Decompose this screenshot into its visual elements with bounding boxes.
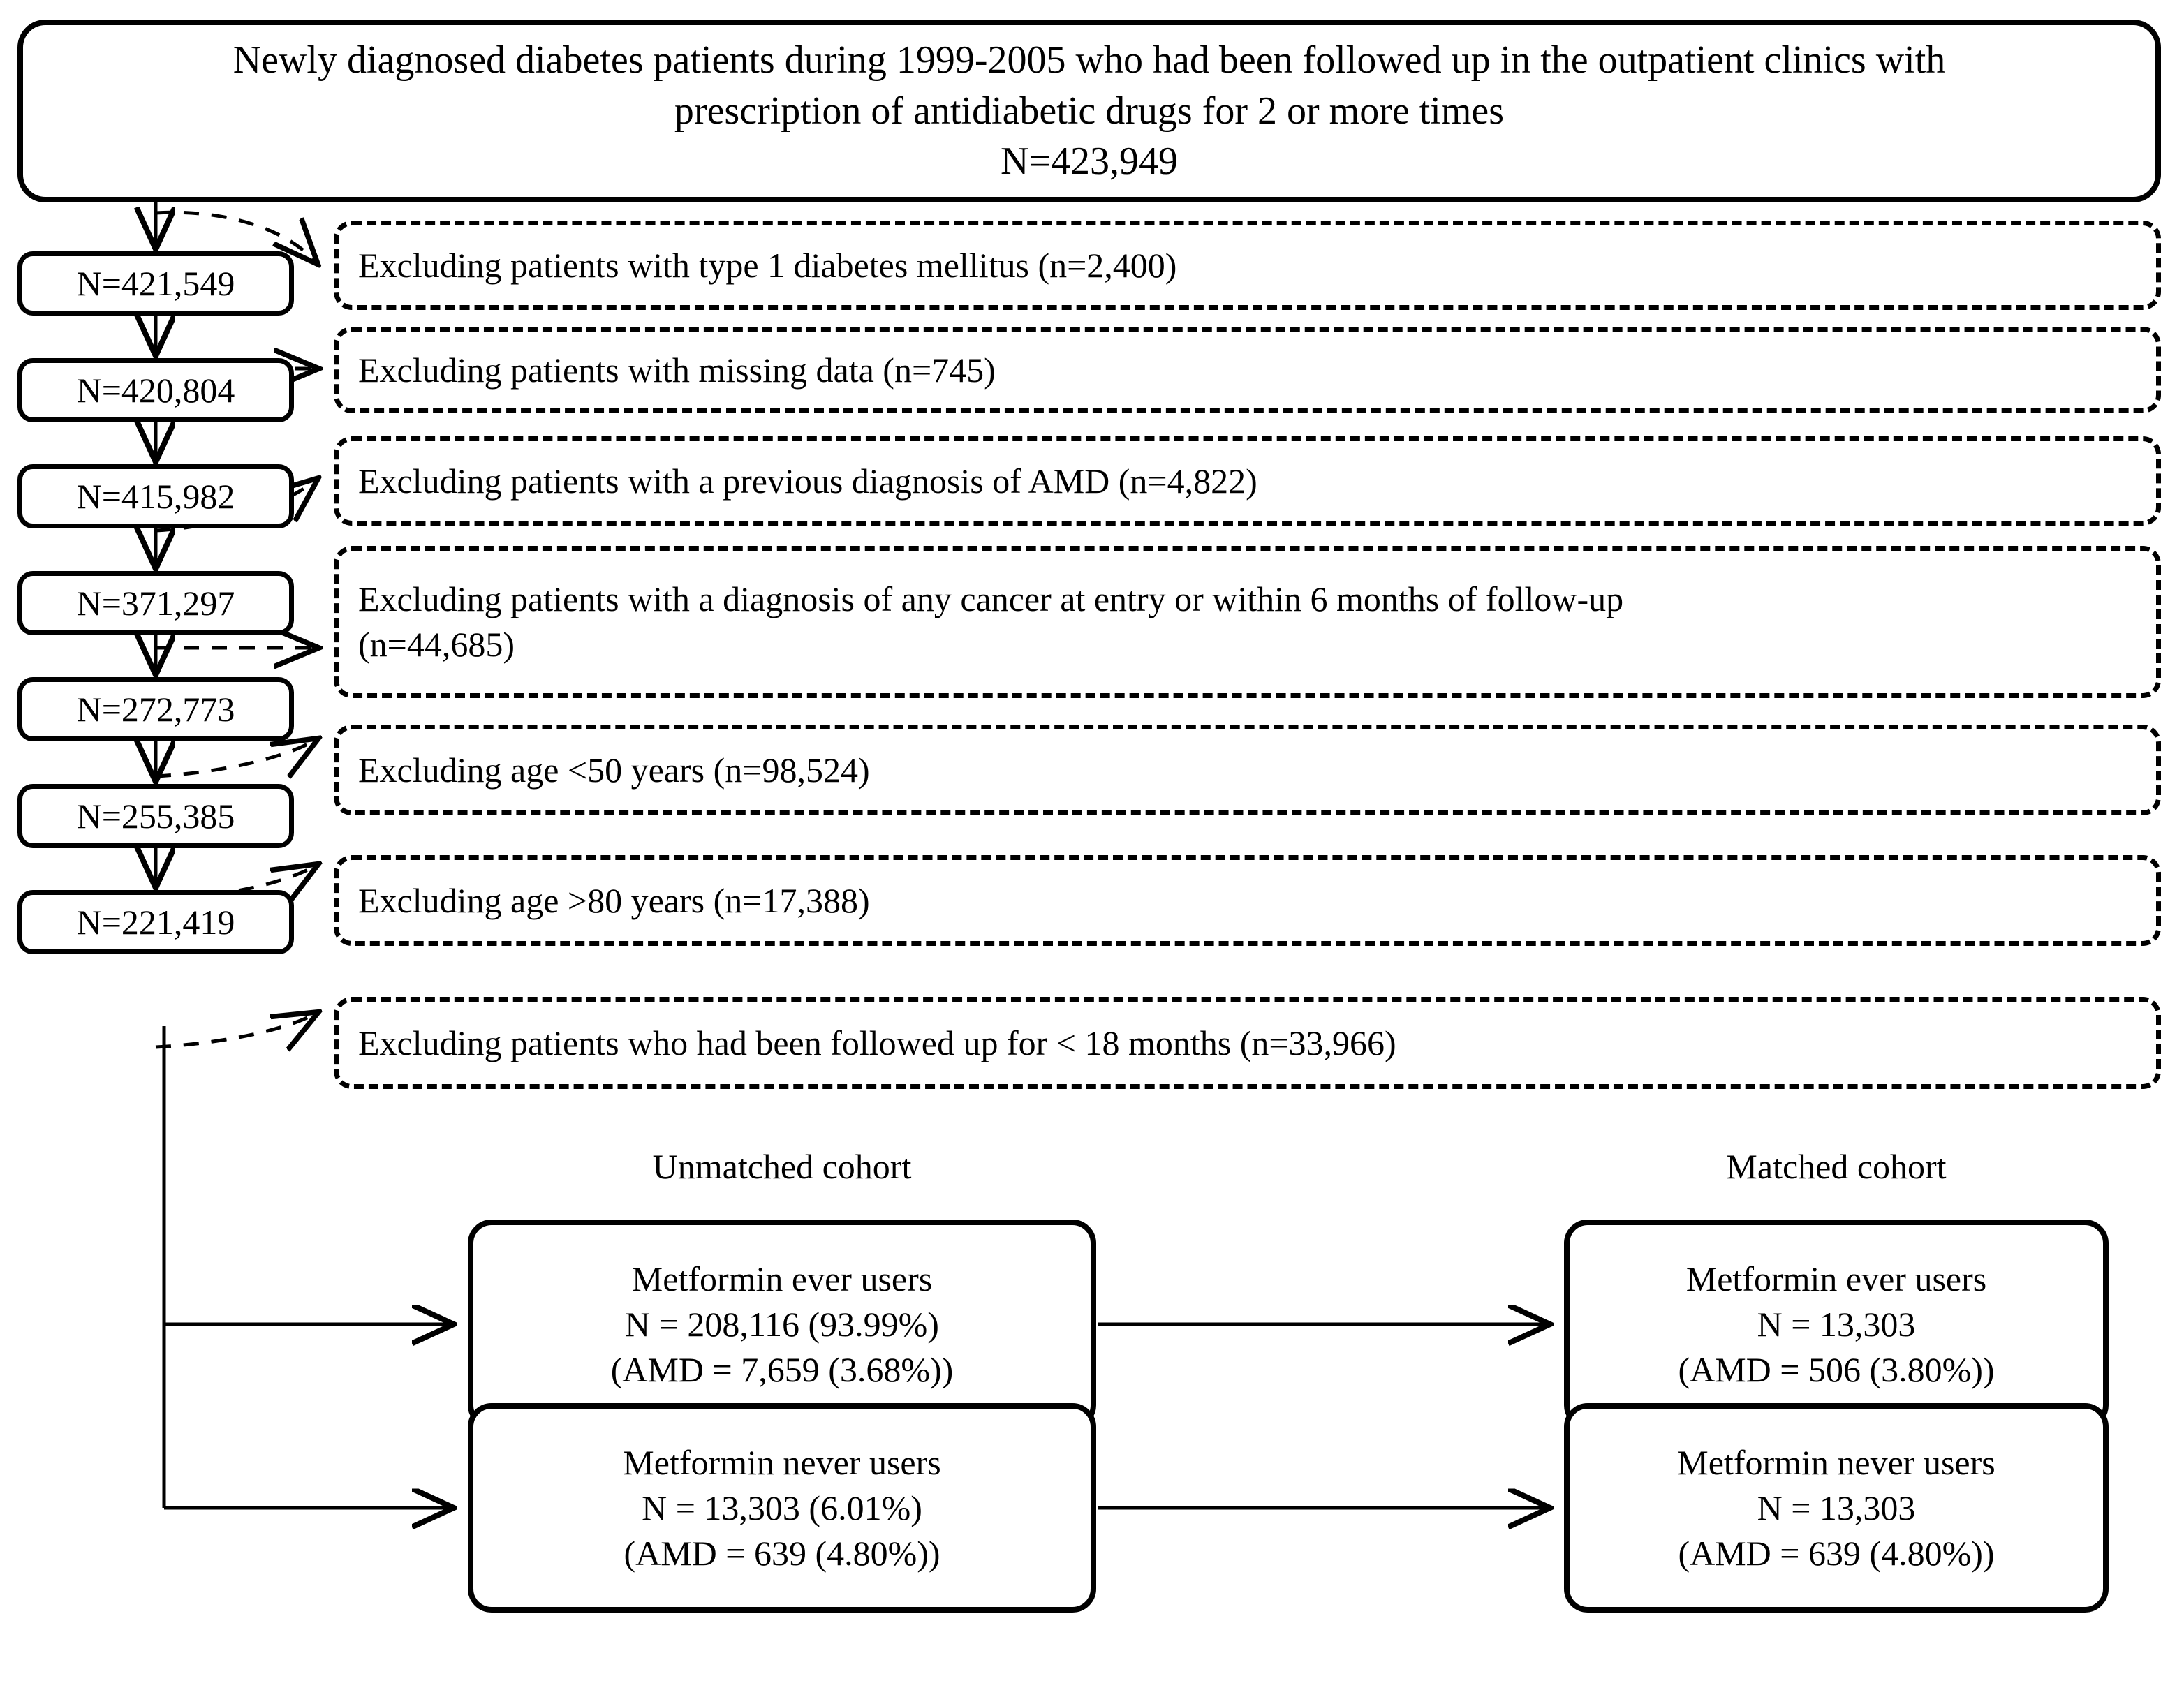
cohort-amd: (AMD = 506 (3.80%)) bbox=[1678, 1349, 1995, 1389]
exclusion-text: Excluding patients with a diagnosis of a… bbox=[358, 579, 1624, 618]
count-box-5: N=272,773 bbox=[17, 677, 294, 741]
header-line-2: prescription of antidiabetic drugs for 2… bbox=[674, 89, 1505, 133]
cohort-title: Metformin ever users bbox=[631, 1259, 933, 1298]
count-box-4: N=371,297 bbox=[17, 571, 294, 635]
exclusion-box-5: Excluding age <50 years (n=98,524) bbox=[334, 725, 2161, 815]
unmatched-cohort-label: Unmatched cohort bbox=[652, 1147, 912, 1186]
exclusion-text: Excluding patients who had been followed… bbox=[358, 1023, 1396, 1062]
exclusion-box-1: Excluding patients with type 1 diabetes … bbox=[334, 221, 2161, 310]
count-box-7: N=221,419 bbox=[17, 890, 294, 954]
exclusion-text: Excluding patients with type 1 diabetes … bbox=[358, 245, 1177, 285]
exclusion-text: Excluding age <50 years (n=98,524) bbox=[358, 750, 870, 790]
cohort-amd: (AMD = 639 (4.80%)) bbox=[624, 1533, 940, 1573]
count-box-3: N=415,982 bbox=[17, 464, 294, 528]
exclusion-box-4: Excluding patients with a diagnosis of a… bbox=[334, 546, 2161, 698]
exclusion-box-7: Excluding patients who had been followed… bbox=[334, 997, 2161, 1089]
count-label: N=415,982 bbox=[76, 476, 235, 516]
exclusion-box-6: Excluding age >80 years (n=17,388) bbox=[334, 855, 2161, 946]
cohort-n: N = 13,303 bbox=[1757, 1304, 1916, 1344]
exclusion-box-2: Excluding patients with missing data (n=… bbox=[334, 327, 2161, 413]
cohort-source-box: Newly diagnosed diabetes patients during… bbox=[17, 20, 2161, 202]
exclusion-text-cont: (n=44,685) bbox=[358, 625, 515, 664]
count-box-1: N=421,549 bbox=[17, 251, 294, 316]
count-label: N=420,804 bbox=[76, 370, 235, 410]
cohort-title: Metformin ever users bbox=[1685, 1259, 1987, 1298]
matched-never-users-box: Metformin never users N = 13,303 (AMD = … bbox=[1564, 1403, 2109, 1613]
count-label: N=421,549 bbox=[76, 263, 235, 303]
exclusion-text: Excluding patients with a previous diagn… bbox=[358, 461, 1257, 501]
count-label: N=221,419 bbox=[76, 902, 235, 942]
header-total-n: N=423,949 bbox=[1000, 140, 1178, 184]
unmatched-never-users-box: Metformin never users N = 13,303 (6.01%)… bbox=[468, 1403, 1096, 1613]
exclusion-text: Excluding age >80 years (n=17,388) bbox=[358, 880, 870, 920]
header-line-1: Newly diagnosed diabetes patients during… bbox=[233, 38, 1946, 82]
cohort-amd: (AMD = 7,659 (3.68%)) bbox=[610, 1349, 954, 1389]
cohort-title: Metformin never users bbox=[623, 1442, 941, 1482]
cohort-n: N = 13,303 (6.01%) bbox=[642, 1488, 922, 1527]
matched-cohort-label: Matched cohort bbox=[1726, 1147, 1947, 1186]
cohort-title: Metformin never users bbox=[1677, 1442, 1995, 1482]
cohort-amd: (AMD = 639 (4.80%)) bbox=[1678, 1533, 1995, 1573]
count-label: N=371,297 bbox=[76, 583, 235, 623]
count-box-6: N=255,385 bbox=[17, 784, 294, 848]
unmatched-ever-users-box: Metformin ever users N = 208,116 (93.99%… bbox=[468, 1220, 1096, 1429]
count-label: N=272,773 bbox=[76, 689, 235, 729]
count-label: N=255,385 bbox=[76, 796, 235, 836]
count-box-2: N=420,804 bbox=[17, 358, 294, 422]
exclusion-box-3: Excluding patients with a previous diagn… bbox=[334, 436, 2161, 526]
exclusion-text: Excluding patients with missing data (n=… bbox=[358, 350, 996, 390]
matched-ever-users-box: Metformin ever users N = 13,303 (AMD = 5… bbox=[1564, 1220, 2109, 1429]
cohort-n: N = 13,303 bbox=[1757, 1488, 1916, 1527]
cohort-n: N = 208,116 (93.99%) bbox=[625, 1304, 939, 1344]
